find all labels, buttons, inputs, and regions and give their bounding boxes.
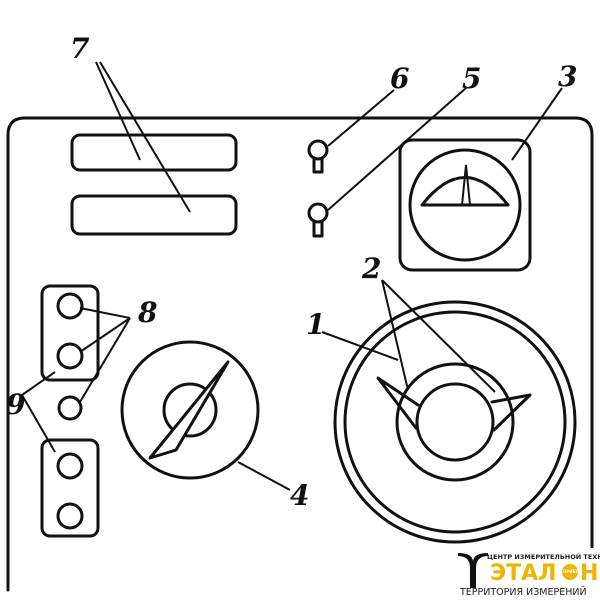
logo-name-right: Н [580,561,598,586]
rotary-knob [120,340,260,480]
label-3: 3 [558,60,577,93]
label-5: 5 [462,62,481,95]
handwheel [333,300,577,544]
etalon-logo: ЦЕНТР ИЗМЕРИТЕЛЬНОЙ ТЕХНИКИ ЭТАЛ ПРИБОР … [452,548,600,600]
lamp [57,395,83,421]
label-7: 7 [70,32,90,65]
logo-globe-text: ПРИБОР [563,569,582,574]
leader-9 [21,371,56,453]
lamp [56,342,84,370]
leader-8 [79,307,131,403]
panel-outline [6,116,594,592]
logo-globe-icon [562,564,578,580]
logo-name-left: ЭТАЛ [490,561,556,586]
indicator-slot-lower [70,194,238,236]
indicator-slot-upper [70,133,238,172]
label-6: 6 [390,62,409,95]
leader-6 [327,89,395,147]
lamp-block-lower [40,438,100,538]
leader-1 [321,331,399,361]
label-2: 2 [361,252,381,285]
leader-4 [237,461,291,491]
label-1: 1 [306,308,325,341]
toggle-switch-5 [307,202,329,238]
logo-tuning-fork-icon [458,553,488,588]
leader-2 [381,279,496,393]
label-4: 4 [290,479,309,512]
gauge-meter [398,138,532,272]
lamp-block-upper [40,284,100,382]
label-8: 8 [137,296,157,329]
lamp [56,292,84,320]
label-9: 9 [6,388,25,421]
toggle-switch-6 [307,139,329,174]
leader-3 [511,87,563,161]
logo-tagline: ТЕРРИТОРИЯ ИЗМЕРЕНИЙ [459,586,587,598]
leader-5 [327,87,467,211]
leader-7 [95,61,191,213]
lamp [56,452,84,480]
logo-top-line: ЦЕНТР ИЗМЕРИТЕЛЬНОЙ ТЕХНИКИ [487,552,600,561]
lamp [56,502,84,530]
